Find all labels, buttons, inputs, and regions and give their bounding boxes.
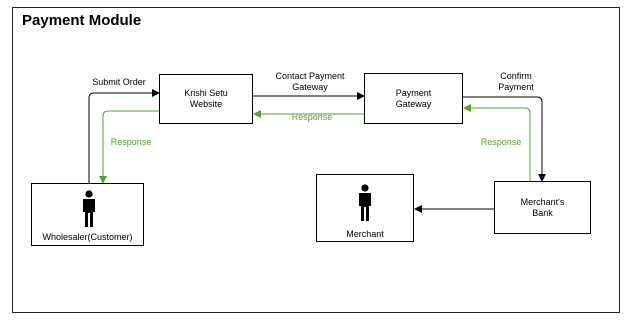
edge-response-bank	[463, 104, 531, 181]
diagram-title: Payment Module	[22, 12, 142, 29]
edge-response-website	[99, 110, 159, 184]
node-merchant: Merchant	[316, 174, 414, 242]
label-contact-gateway: Contact Payment Gateway	[275, 71, 345, 92]
label-response-website: Response	[110, 137, 152, 147]
node-gateway-label: Payment Gateway	[395, 87, 432, 109]
label-confirm-payment: Confirm Payment	[498, 71, 534, 92]
node-website-label: Krishi Setu Website	[184, 88, 228, 109]
node-merchants-bank: Merchant's Bank	[494, 181, 591, 234]
person-icon	[83, 190, 95, 227]
label-response-gateway: Response	[291, 112, 333, 122]
diagram-frame	[12, 7, 620, 313]
node-krishi-setu-website: Krishi Setu Website	[159, 74, 253, 124]
edge-confirm-payment	[463, 96, 546, 182]
node-wholesaler-label: Wholesaler(Customer)	[42, 232, 133, 242]
node-payment-gateway: Payment Gateway	[364, 73, 463, 124]
node-bank-label: Merchant's Bank	[520, 196, 565, 218]
person-icon	[359, 184, 371, 221]
label-submit-order: Submit Order	[92, 77, 146, 87]
node-wholesaler-customer: Wholesaler(Customer)	[31, 183, 144, 246]
node-merchant-label: Merchant	[346, 229, 384, 239]
edge-submit-order	[88, 89, 160, 183]
label-response-bank: Response	[480, 137, 522, 147]
